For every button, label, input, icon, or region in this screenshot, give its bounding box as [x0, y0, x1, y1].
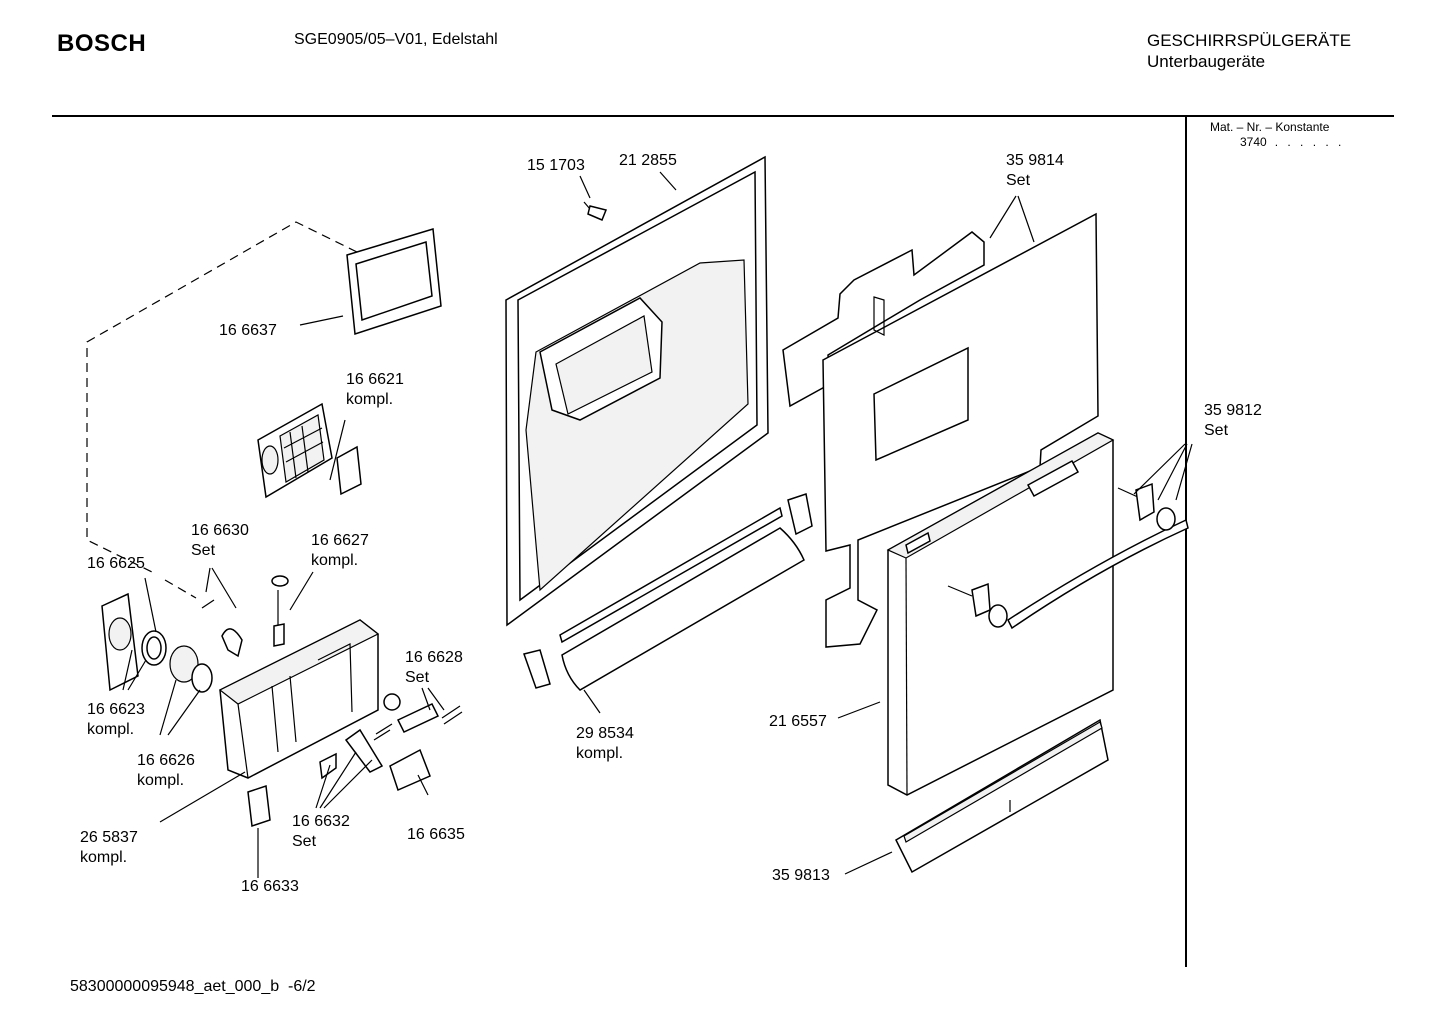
seal-frame-part — [346, 228, 442, 336]
category-subtitle: Unterbaugeräte — [1147, 52, 1266, 71]
part-label: 15 1703 — [527, 157, 585, 174]
profile-strip-part — [523, 493, 813, 691]
dashed-assembly-line — [86, 221, 358, 573]
valve-small-parts — [201, 575, 289, 658]
part-label: 21 6557 — [769, 713, 827, 730]
part-label: 16 6633 — [241, 878, 299, 895]
part-label: 16 6637 — [219, 322, 277, 339]
cap-and-rings-part — [101, 592, 213, 693]
inner-door-panel-part — [505, 155, 769, 627]
material-value: 3740 — [1240, 135, 1267, 149]
part-label: 35 9813 — [772, 867, 830, 884]
part-label: 16 6635 — [407, 826, 465, 843]
dashed-assembly-line-2 — [164, 579, 197, 599]
screw-part — [583, 201, 608, 221]
insulation-set-part — [782, 212, 1099, 648]
brand-logo: BOSCH — [57, 30, 147, 57]
category-title: GESCHIRRSPÜLGERÄTE — [1147, 31, 1352, 50]
dispenser-part — [218, 619, 401, 779]
material-dots: . . . . . . — [1274, 135, 1345, 149]
part-label: 21 2855 — [619, 152, 677, 169]
lever-springs-part — [247, 703, 463, 828]
material-value-row: 3740 . . . . . . — [1240, 135, 1344, 149]
part-label: 16 6625 — [87, 555, 145, 572]
filter-pad-part — [336, 445, 362, 496]
bottom-rail-part — [895, 718, 1109, 874]
header-divider — [52, 115, 1394, 117]
footer-doc-id: 58300000095948_aet_000_b -6/2 — [70, 978, 316, 995]
sidebar-divider — [1185, 117, 1187, 967]
material-heading: Mat. – Nr. – Konstante — [1210, 120, 1330, 134]
vent-grille-part — [257, 402, 333, 499]
handle-set-part — [947, 482, 1189, 630]
model-title: SGE0905/05–V01, Edelstahl — [294, 31, 498, 48]
